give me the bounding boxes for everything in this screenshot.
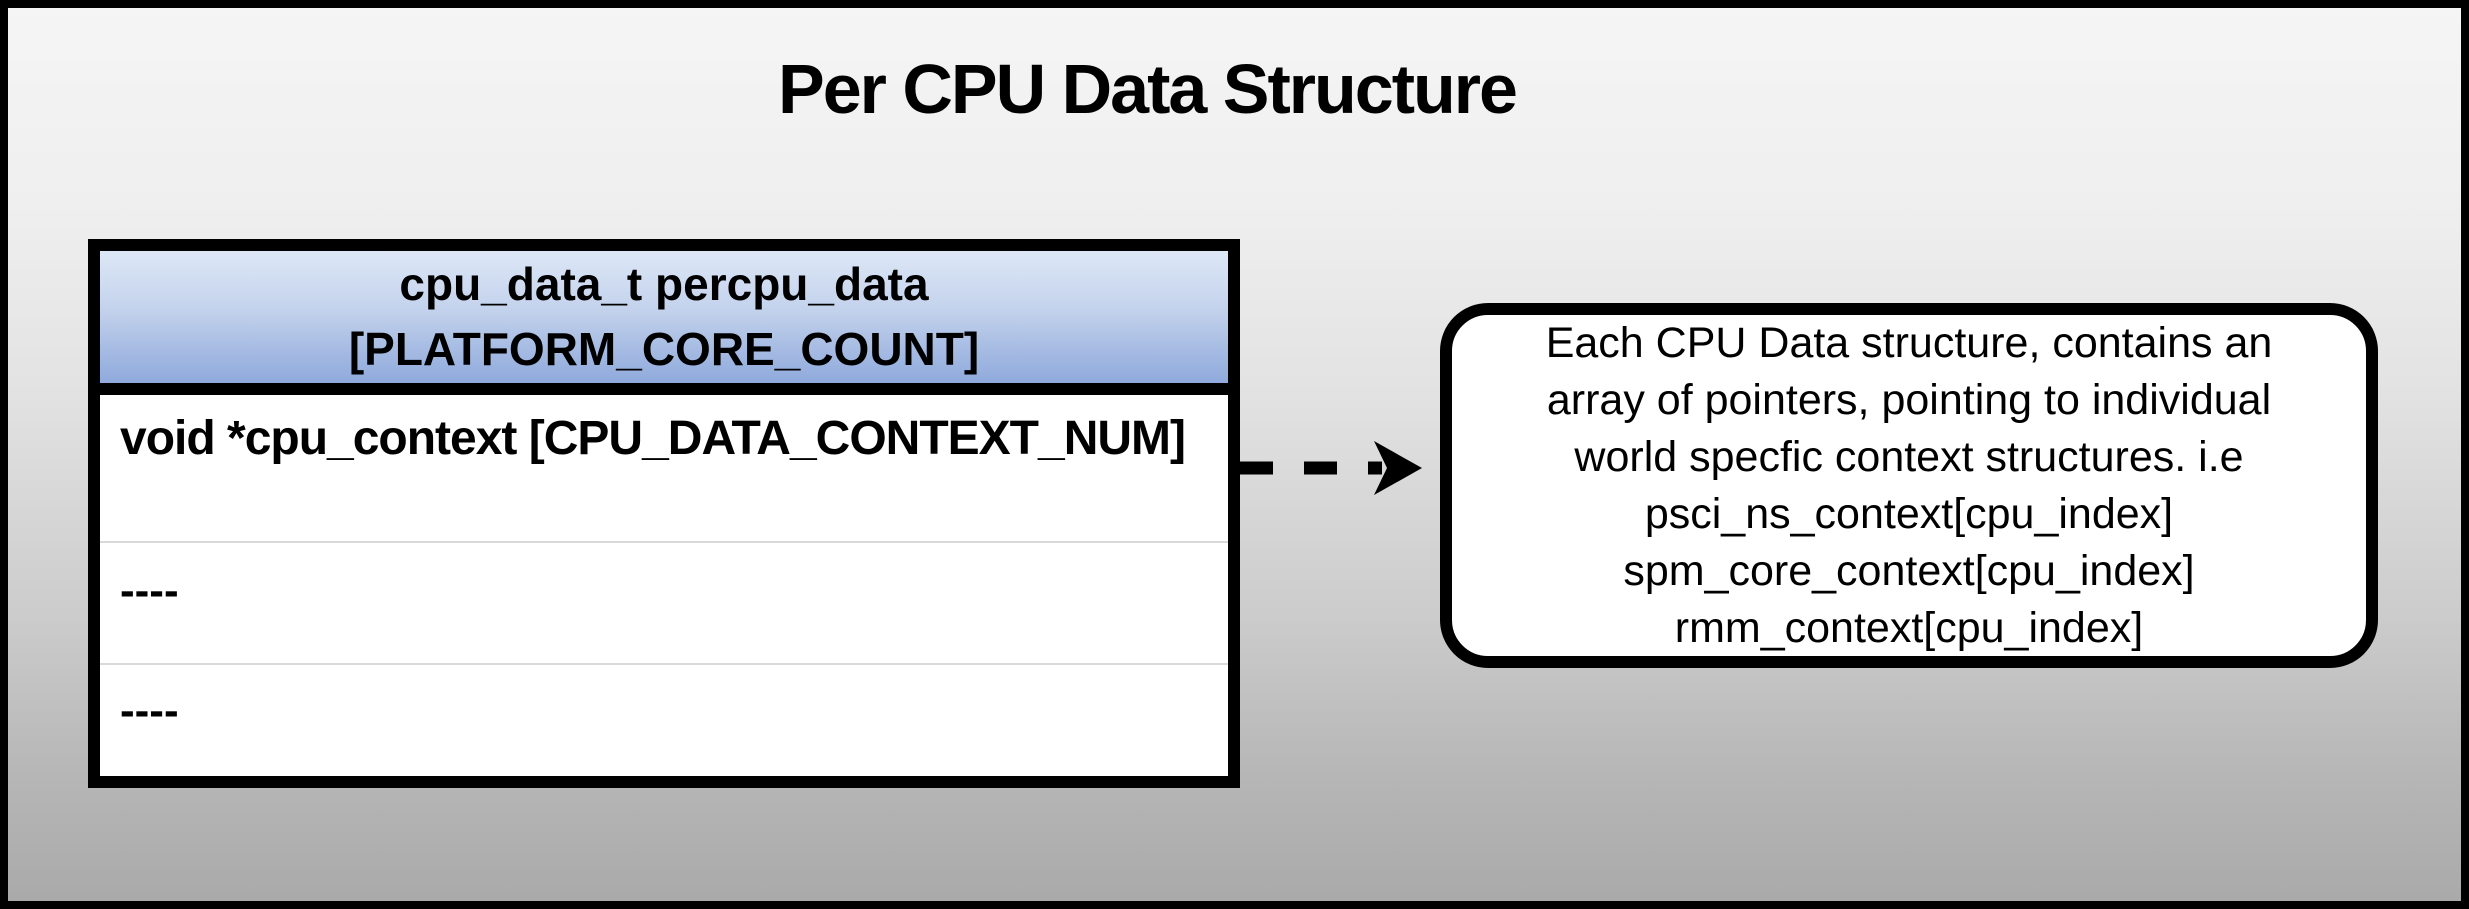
annotation-line: psci_ns_context[cpu_index] [1644, 489, 2174, 538]
table-row-label: void *cpu_context [CPU_DATA_CONTEXT_NUM] [120, 412, 1186, 465]
table-row-placeholder-2: ---- [100, 665, 1228, 776]
table-header-line1: cpu_data_t percpu_data [399, 257, 929, 310]
table-row-label: ---- [120, 685, 179, 735]
dashed-arrow-icon [1240, 441, 1422, 495]
annotation-line: array of pointers, pointing to individua… [1546, 375, 2272, 424]
table-row-cpu-context: void *cpu_context [CPU_DATA_CONTEXT_NUM] [100, 395, 1228, 543]
page-title: Per CPU Data Structure [778, 50, 1518, 128]
table-row-placeholder-1: ---- [100, 543, 1228, 665]
cpu-data-table-header: cpu_data_t percpu_data [PLATFORM_CORE_CO… [100, 251, 1228, 395]
annotation-line: spm_core_context[cpu_index] [1623, 546, 2195, 595]
annotation-line: rmm_context[cpu_index] [1674, 603, 2144, 652]
annotation-box: Each CPU Data structure, contains an arr… [1440, 303, 2378, 668]
table-row-label: ---- [120, 566, 179, 615]
table-header-line2: [PLATFORM_CORE_COUNT] [348, 323, 980, 375]
annotation-line: world specfic context structures. i.e [1574, 432, 2244, 481]
cpu-data-table: cpu_data_t percpu_data [PLATFORM_CORE_CO… [88, 239, 1240, 788]
annotation-line: Each CPU Data structure, contains an [1545, 318, 2273, 367]
